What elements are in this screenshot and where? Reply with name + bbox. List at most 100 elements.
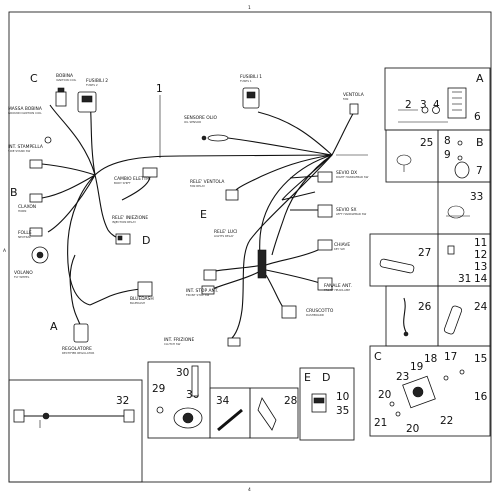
- svg-text:2: 2: [405, 99, 412, 111]
- svg-text:FAN: FAN: [343, 97, 348, 101]
- label-fan-relay: RELE' VENTOLA: [190, 179, 224, 185]
- svg-text:LIGHTS RELAY: LIGHTS RELAY: [214, 234, 234, 238]
- svg-text:SIDE STAND SW: SIDE STAND SW: [8, 149, 31, 153]
- svg-text:FUSES 2: FUSES 2: [86, 83, 98, 87]
- panel-25: 25: [385, 129, 439, 183]
- component-labels: BOBINA IGNITION COIL FUSIBILI 2 FUSES 2 …: [8, 73, 369, 355]
- group-b-letter: B: [10, 186, 18, 199]
- label-body-shift: CAMBIO ELETTR.: [114, 176, 151, 182]
- svg-text:LEFT HANDLEBAR SW: LEFT HANDLEBAR SW: [336, 212, 367, 216]
- frame-number-top: 1: [248, 5, 251, 11]
- svg-text:20: 20: [406, 423, 419, 435]
- svg-text:35: 35: [336, 405, 349, 417]
- group-d-letter: D: [142, 234, 150, 247]
- panel-29-30-36: 29 30 36: [147, 361, 211, 439]
- panel-24: 24: [437, 285, 491, 347]
- svg-text:11: 11: [474, 237, 487, 249]
- label-left-sw: SEVIO SX: [336, 207, 357, 213]
- svg-text:22: 22: [440, 415, 453, 427]
- svg-text:FUSES 1: FUSES 1: [240, 79, 252, 83]
- panel-34: 34: [209, 387, 251, 439]
- group-e-letter: E: [200, 208, 207, 221]
- svg-text:7: 7: [476, 165, 483, 177]
- svg-text:FRONT HEADLAMP: FRONT HEADLAMP: [324, 288, 350, 292]
- svg-text:24: 24: [474, 301, 488, 313]
- label-oil-sensor: SENSORE OLIO: [184, 115, 218, 121]
- svg-text:INJECTION RELAY: INJECTION RELAY: [112, 220, 136, 224]
- svg-text:26: 26: [418, 301, 432, 313]
- svg-text:RIGHT HANDLEBAR SW: RIGHT HANDLEBAR SW: [336, 175, 369, 179]
- svg-text:34: 34: [216, 395, 230, 407]
- label-right-sw: SEVIO DX: [336, 170, 357, 176]
- svg-text:FAN RELAY: FAN RELAY: [190, 184, 205, 188]
- label-fan: VENTOLA: [343, 92, 364, 98]
- panel-e-d: E D 10 35: [299, 367, 355, 441]
- label-bluedash: BLUEDASH: [130, 296, 154, 302]
- frame-number-bottom: 4: [248, 487, 251, 493]
- panel-33: 33: [437, 181, 491, 235]
- panel-27: 27: [369, 233, 439, 287]
- panel-a: A 2 3 4 5 6: [384, 67, 491, 131]
- svg-text:BODY SHIFT: BODY SHIFT: [114, 181, 131, 185]
- panel-e-letter: E: [304, 371, 311, 384]
- drawing-frame: [8, 11, 492, 483]
- svg-text:6: 6: [474, 111, 481, 123]
- svg-text:10: 10: [336, 391, 349, 403]
- svg-text:BLUEDASH: BLUEDASH: [130, 301, 145, 305]
- frame-letter-left: A: [3, 248, 6, 254]
- svg-text:NEUTRAL: NEUTRAL: [18, 235, 31, 239]
- svg-text:HORN: HORN: [18, 209, 26, 213]
- item-1-number: 1: [156, 83, 163, 95]
- label-injection-relay: RELE' INIEZIONE: [112, 215, 148, 221]
- panel-11-31: 11 12 13 14 31: [437, 233, 491, 287]
- group-a-letter: A: [50, 320, 58, 333]
- panel-b-letter: B: [476, 136, 484, 149]
- label-side-stand: INT. STAMPELLA: [8, 144, 43, 150]
- svg-text:GROUND IGNITION COIL: GROUND IGNITION COIL: [8, 111, 42, 115]
- panel-a-letter: A: [476, 72, 484, 85]
- svg-text:4: 4: [433, 99, 440, 111]
- svg-text:14: 14: [474, 273, 488, 285]
- panel-b: B 8 9 7: [437, 129, 491, 183]
- svg-text:25: 25: [420, 137, 433, 149]
- svg-text:20: 20: [378, 389, 391, 401]
- svg-text:19: 19: [410, 361, 423, 373]
- svg-text:29: 29: [152, 383, 165, 395]
- label-horn: CLAXON: [18, 204, 36, 210]
- svg-text:KEY SW: KEY SW: [334, 247, 345, 251]
- label-neutral: FOLLE: [18, 230, 32, 236]
- panel-c-letter: C: [374, 350, 382, 363]
- label-fuses-2: FUSIBILI 2: [86, 78, 108, 84]
- svg-text:FLY WHEEL: FLY WHEEL: [14, 275, 30, 279]
- panel-26: 26: [385, 285, 439, 347]
- svg-text:DASHBOARD: DASHBOARD: [306, 313, 324, 317]
- svg-text:27: 27: [418, 247, 431, 259]
- svg-text:9: 9: [444, 149, 451, 161]
- svg-text:30: 30: [176, 367, 189, 379]
- label-lights-relay: RELE' LUCI: [214, 229, 237, 235]
- svg-text:CLUTCH SW: CLUTCH SW: [164, 342, 181, 346]
- svg-text:31: 31: [458, 273, 471, 285]
- panel-32: 32: [8, 379, 143, 483]
- label-clutch-sw: INT. FRIZIONE: [164, 337, 194, 343]
- group-c-letter: C: [30, 72, 38, 85]
- panel-c: C 18 17 15 23 19 20 21 20 22 16: [369, 345, 491, 437]
- svg-text:15: 15: [474, 353, 487, 365]
- label-headlamp: FANALE ANT.: [324, 283, 352, 289]
- svg-text:23: 23: [396, 371, 409, 383]
- svg-text:21: 21: [374, 417, 387, 429]
- panel-d-letter: D: [322, 371, 330, 384]
- label-key-sw: CHIAVE: [334, 242, 350, 248]
- svg-text:OIL SENSOR: OIL SENSOR: [184, 120, 201, 124]
- label-ground-coil: MASSA BOBINA: [8, 106, 42, 112]
- svg-text:RECTIFIER REGULATOR: RECTIFIER REGULATOR: [62, 351, 94, 355]
- svg-text:33: 33: [470, 191, 483, 203]
- label-flywheel: VOLANO: [14, 270, 33, 276]
- harness-components: [29, 87, 359, 347]
- svg-text:12: 12: [474, 249, 487, 261]
- svg-text:3: 3: [420, 99, 427, 111]
- svg-text:IGNITION COIL: IGNITION COIL: [56, 78, 77, 82]
- label-fuses-1: FUSIBILI 1: [240, 74, 262, 80]
